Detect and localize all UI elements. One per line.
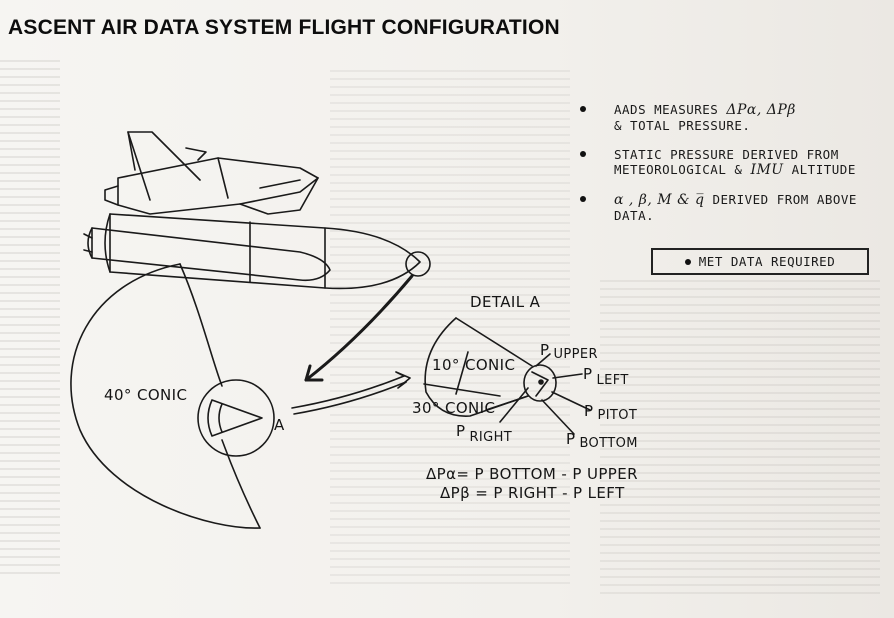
magnify-arrow bbox=[291, 375, 405, 409]
p-left-text: LEFT bbox=[596, 373, 629, 388]
p-left-p: P bbox=[583, 365, 593, 383]
external-tank-icon bbox=[104, 213, 421, 290]
conic-40-outline bbox=[70, 263, 261, 529]
bleed-through-text-center bbox=[330, 70, 570, 590]
note-derived-params: α , β, M & q̅ DERIVED FROM ABOVE DATA. bbox=[576, 192, 876, 223]
detail-arrow bbox=[304, 274, 414, 382]
note-1-handwritten: ΔPα, ΔPβ bbox=[726, 102, 796, 118]
note-2-handwritten: IMU bbox=[750, 162, 784, 178]
p-bottom-p: P bbox=[566, 430, 576, 448]
bleed-through-text-right bbox=[600, 280, 880, 600]
page-title: ASCENT AIR DATA SYSTEM FLIGHT CONFIGURAT… bbox=[8, 16, 560, 39]
detail-a-title: DETAIL A bbox=[470, 293, 541, 311]
bullet-dot-icon bbox=[684, 258, 691, 265]
note-2-line2a: METEOROLOGICAL & bbox=[614, 162, 751, 177]
note-1-line2: & TOTAL PRESSURE. bbox=[614, 118, 751, 133]
note-1-text: AADS MEASURES bbox=[614, 102, 727, 117]
note-2-line2b: ALTITUDE bbox=[783, 162, 856, 177]
note-3-handwritten: α , β, M & q̅ bbox=[614, 192, 705, 208]
orbiter-icon bbox=[104, 131, 319, 215]
bullet-dot-icon bbox=[580, 196, 586, 202]
bullet-dot-icon bbox=[580, 151, 586, 157]
note-static-pressure: STATIC PRESSURE DERIVED FROM METEOROLOGI… bbox=[576, 147, 876, 178]
p-upper-text: UPPER bbox=[553, 347, 598, 362]
equation-delta-p-beta: ΔPβ = P RIGHT - P LEFT bbox=[440, 484, 625, 502]
met-data-box: MET DATA REQUIRED bbox=[651, 248, 869, 275]
equation-delta-p-alpha: ΔPα= P BOTTOM - P UPPER bbox=[426, 465, 638, 483]
detail-a-cone bbox=[423, 317, 591, 435]
conic-30-label: 30° CONIC bbox=[412, 399, 496, 417]
nose-cone-outline bbox=[207, 399, 263, 437]
p-pitot-text: PITOT bbox=[597, 408, 638, 423]
p-bottom-text: BOTTOM bbox=[579, 436, 638, 451]
bleed-through-text-left bbox=[0, 60, 60, 580]
note-aads-measures: AADS MEASURES ΔPα, ΔPβ & TOTAL PRESSURE. bbox=[576, 102, 876, 133]
conic-10-label: 10° CONIC bbox=[432, 356, 516, 374]
p-upper-p: P bbox=[540, 341, 550, 359]
note-3-line1: DERIVED FROM ABOVE bbox=[704, 192, 857, 207]
nose-detail-circle bbox=[405, 251, 431, 277]
conic-40-label: 40° CONIC bbox=[104, 386, 188, 404]
p-pitot-p: P bbox=[584, 402, 594, 420]
solid-rocket-booster-icon bbox=[83, 227, 331, 282]
detail-a-marker: A bbox=[274, 416, 285, 434]
nose-cap-circle bbox=[197, 379, 275, 457]
notes-list: AADS MEASURES ΔPα, ΔPβ & TOTAL PRESSURE.… bbox=[576, 102, 876, 237]
note-2-line1: STATIC PRESSURE DERIVED FROM bbox=[614, 147, 839, 162]
note-3-line2: DATA. bbox=[614, 208, 655, 223]
p-right-text: RIGHT bbox=[469, 430, 513, 445]
p-right-p: P bbox=[456, 422, 466, 440]
bullet-dot-icon bbox=[580, 106, 586, 112]
met-data-label: MET DATA REQUIRED bbox=[698, 254, 836, 269]
